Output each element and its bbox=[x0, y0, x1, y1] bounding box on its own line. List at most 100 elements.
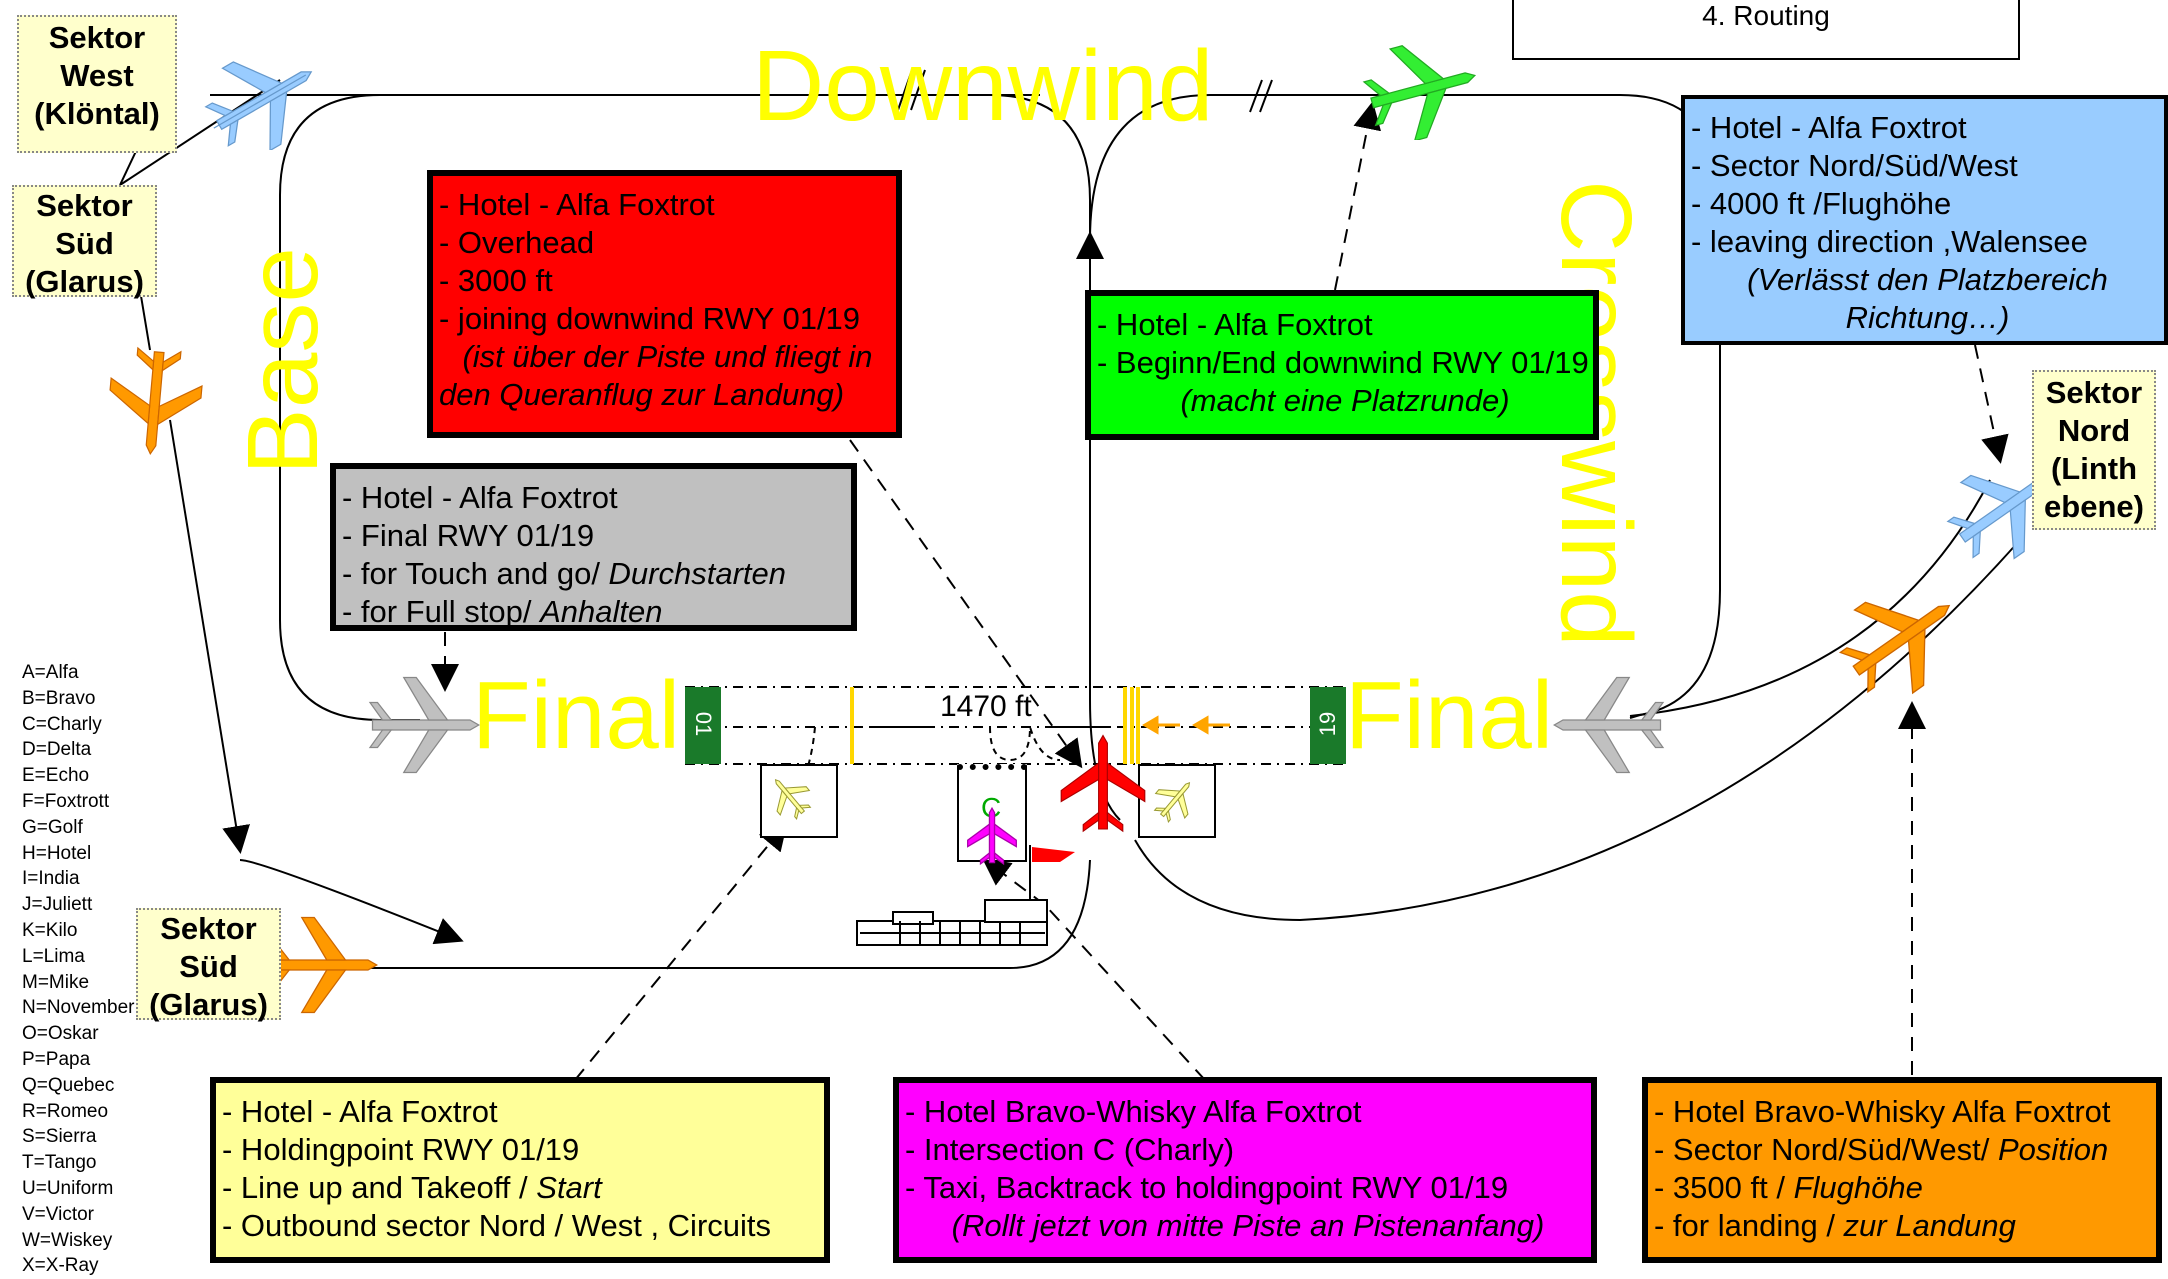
alphabet-entry: A=Alfa bbox=[22, 662, 79, 683]
base-label: Base bbox=[227, 247, 339, 475]
airplane-icon bbox=[368, 676, 481, 774]
alphabet-entry: V=Victor bbox=[22, 1203, 94, 1225]
box-note: den Queranflug zur Landung) bbox=[439, 377, 845, 412]
rwy-01-marker: 01 bbox=[685, 687, 721, 764]
title-box: 4. Routing bbox=[1512, 0, 2020, 60]
alphabet-entry: M=Mike bbox=[22, 971, 90, 993]
alphabet-entry: F=Foxtrott bbox=[22, 790, 110, 812]
alphabet-entry: H=Hotel bbox=[22, 842, 92, 864]
intersection-c-label: C bbox=[981, 792, 1002, 823]
taxi-box: - Hotel Bravo-Whisky Alfa Foxtrot - Inte… bbox=[893, 1077, 1597, 1263]
final-left-label: Final bbox=[472, 662, 681, 769]
box-line: - for Touch and go/ bbox=[342, 556, 609, 591]
sektor-nord-line: Sektor bbox=[2045, 375, 2143, 410]
runway-length: 1470 ft bbox=[940, 690, 1032, 723]
holding-pad-left bbox=[760, 764, 838, 838]
airplane-icon bbox=[967, 806, 1017, 866]
sektor-nord-line: (Linth bbox=[2050, 451, 2138, 486]
sektor-sued-top: Sektor Süd (Glarus) bbox=[12, 185, 157, 299]
sektor-west-line: West bbox=[60, 58, 134, 93]
arrival-box: - Hotel Bravo-Whisky Alfa Foxtrot - Sect… bbox=[1642, 1077, 2162, 1263]
box-line: - Taxi, Backtrack to holdingpoint RWY 01… bbox=[905, 1170, 1509, 1205]
box-note: (Verlässt den Platzbereich bbox=[1747, 262, 2108, 297]
sektor-sued-line: Süd bbox=[55, 226, 114, 261]
alphabet-entry: T=Tango bbox=[22, 1152, 97, 1174]
sektor-sued-line: Sektor bbox=[36, 188, 133, 223]
departure-line bbox=[1629, 479, 1991, 717]
sektor-sued-line: Sektor bbox=[160, 911, 257, 946]
box-line: - Holdingpoint RWY 01/19 bbox=[222, 1132, 580, 1167]
alphabet-entry: D=Delta bbox=[22, 739, 92, 761]
rwy-19-marker: 19 bbox=[1310, 687, 1346, 764]
left-circuit-right bbox=[989, 94, 1091, 240]
final-box: - Hotel - Alfa Foxtrot - Final RWY 01/19… bbox=[330, 463, 857, 631]
box-note: Start bbox=[536, 1170, 602, 1205]
box-note: (ist über der Piste und fliegt in bbox=[462, 339, 873, 374]
alphabet-entry: W=Wiskey bbox=[22, 1229, 113, 1251]
leaving-box: - Hotel - Alfa Foxtrot - Sector Nord/Süd… bbox=[1681, 95, 2168, 345]
alphabet-entry: S=Sierra bbox=[22, 1126, 97, 1148]
box-line: - Hotel Bravo-Whisky Alfa Foxtrot bbox=[1654, 1094, 2111, 1129]
box-note: Flughöhe bbox=[1793, 1170, 1923, 1205]
box-line: - Beginn/End downwind RWY 01/19 bbox=[1097, 345, 1589, 380]
alphabet-entry: L=Lima bbox=[22, 945, 85, 967]
box-line: - 3500 ft / bbox=[1654, 1170, 1794, 1205]
airplane-icon bbox=[1060, 734, 1146, 833]
alphabet-entry: U=Uniform bbox=[22, 1177, 114, 1199]
alphabet-entry: G=Golf bbox=[22, 816, 83, 838]
sektor-nord-line: ebene) bbox=[2044, 489, 2144, 524]
box-line: - Hotel - Alfa Foxtrot bbox=[342, 480, 618, 515]
box-line: - Intersection C (Charly) bbox=[905, 1132, 1235, 1167]
airplane-icon bbox=[1552, 676, 1665, 774]
box-line: - Hotel - Alfa Foxtrot bbox=[222, 1094, 498, 1129]
alphabet-entry: J=Juliett bbox=[22, 894, 93, 916]
alphabet-entry: Q=Quebec bbox=[22, 1074, 115, 1096]
box-line: - Hotel Bravo-Whisky Alfa Foxtrot bbox=[905, 1094, 1362, 1129]
holdingpoint-box: - Hotel - Alfa Foxtrot - Holdingpoint RW… bbox=[210, 1077, 830, 1263]
sektor-nord-line: Nord bbox=[2057, 413, 2131, 448]
windsock-icon bbox=[1029, 845, 1075, 900]
box-note: Durchstarten bbox=[608, 556, 787, 591]
alphabet-entry: N=November bbox=[22, 997, 135, 1019]
box-line: - Sector Nord/Süd/West bbox=[1691, 148, 2018, 183]
box-note: Anhalten bbox=[540, 594, 663, 629]
sektor-west-line: Sektor bbox=[48, 20, 146, 55]
box-line: - Overhead bbox=[439, 225, 595, 260]
airplane-icon bbox=[109, 346, 203, 455]
box-line: - Sector Nord/Süd/West/ bbox=[1654, 1132, 1998, 1167]
box-note: zur Landung bbox=[1843, 1208, 2016, 1243]
alphabet-entry: B=Bravo bbox=[22, 687, 96, 709]
alphabet-entry: O=Oskar bbox=[22, 1023, 99, 1045]
downwind-box: - Hotel - Alfa Foxtrot - Beginn/End down… bbox=[1085, 290, 1599, 440]
alphabet-entry: C=Charly bbox=[22, 713, 102, 735]
box-note: (Rollt jetzt von mitte Piste an Pistenan… bbox=[951, 1208, 1545, 1243]
alphabet-entry: E=Echo bbox=[22, 765, 90, 787]
box-note: Position bbox=[1998, 1132, 2109, 1167]
sektor-west-line: (Klöntal) bbox=[34, 96, 160, 131]
box-line: - Final RWY 01/19 bbox=[342, 518, 595, 553]
alphabet-entry: K=Kilo bbox=[22, 919, 78, 941]
box-line: - Line up and Takeoff / bbox=[222, 1170, 537, 1205]
alphabet-entry: P=Papa bbox=[22, 1048, 91, 1070]
sektor-sued-bottom: Sektor Süd (Glarus) bbox=[136, 908, 281, 1022]
downwind-label: Downwind bbox=[752, 30, 1214, 142]
airplane-icon bbox=[1838, 601, 1951, 695]
sektor-sued-line: Süd bbox=[179, 949, 238, 984]
box-note: Richtung…) bbox=[1845, 300, 2010, 335]
overhead-box: - Hotel - Alfa Foxtrot - Overhead - 3000… bbox=[427, 170, 902, 438]
base-left-line bbox=[279, 94, 420, 721]
airplane-icon bbox=[1153, 781, 1191, 823]
box-line: - Hotel - Alfa Foxtrot bbox=[1691, 110, 1967, 145]
box-line: - Hotel - Alfa Foxtrot bbox=[1097, 307, 1373, 342]
sektor-sued-line: (Glarus) bbox=[149, 987, 268, 1022]
sektor-sued-line: (Glarus) bbox=[25, 264, 144, 299]
box-line: - joining downwind RWY 01/19 bbox=[439, 301, 861, 336]
box-line: - Hotel - Alfa Foxtrot bbox=[439, 187, 715, 222]
sektor-nord: Sektor Nord (Linth ebene) bbox=[2032, 370, 2156, 530]
alphabet-entry: R=Romeo bbox=[22, 1100, 109, 1122]
alphabet-entry: X=X-Ray bbox=[22, 1255, 99, 1277]
sektor-west: Sektor West (Klöntal) bbox=[17, 15, 177, 153]
terminal-building bbox=[856, 899, 1048, 946]
alphabet-entry: I=India bbox=[22, 868, 80, 890]
